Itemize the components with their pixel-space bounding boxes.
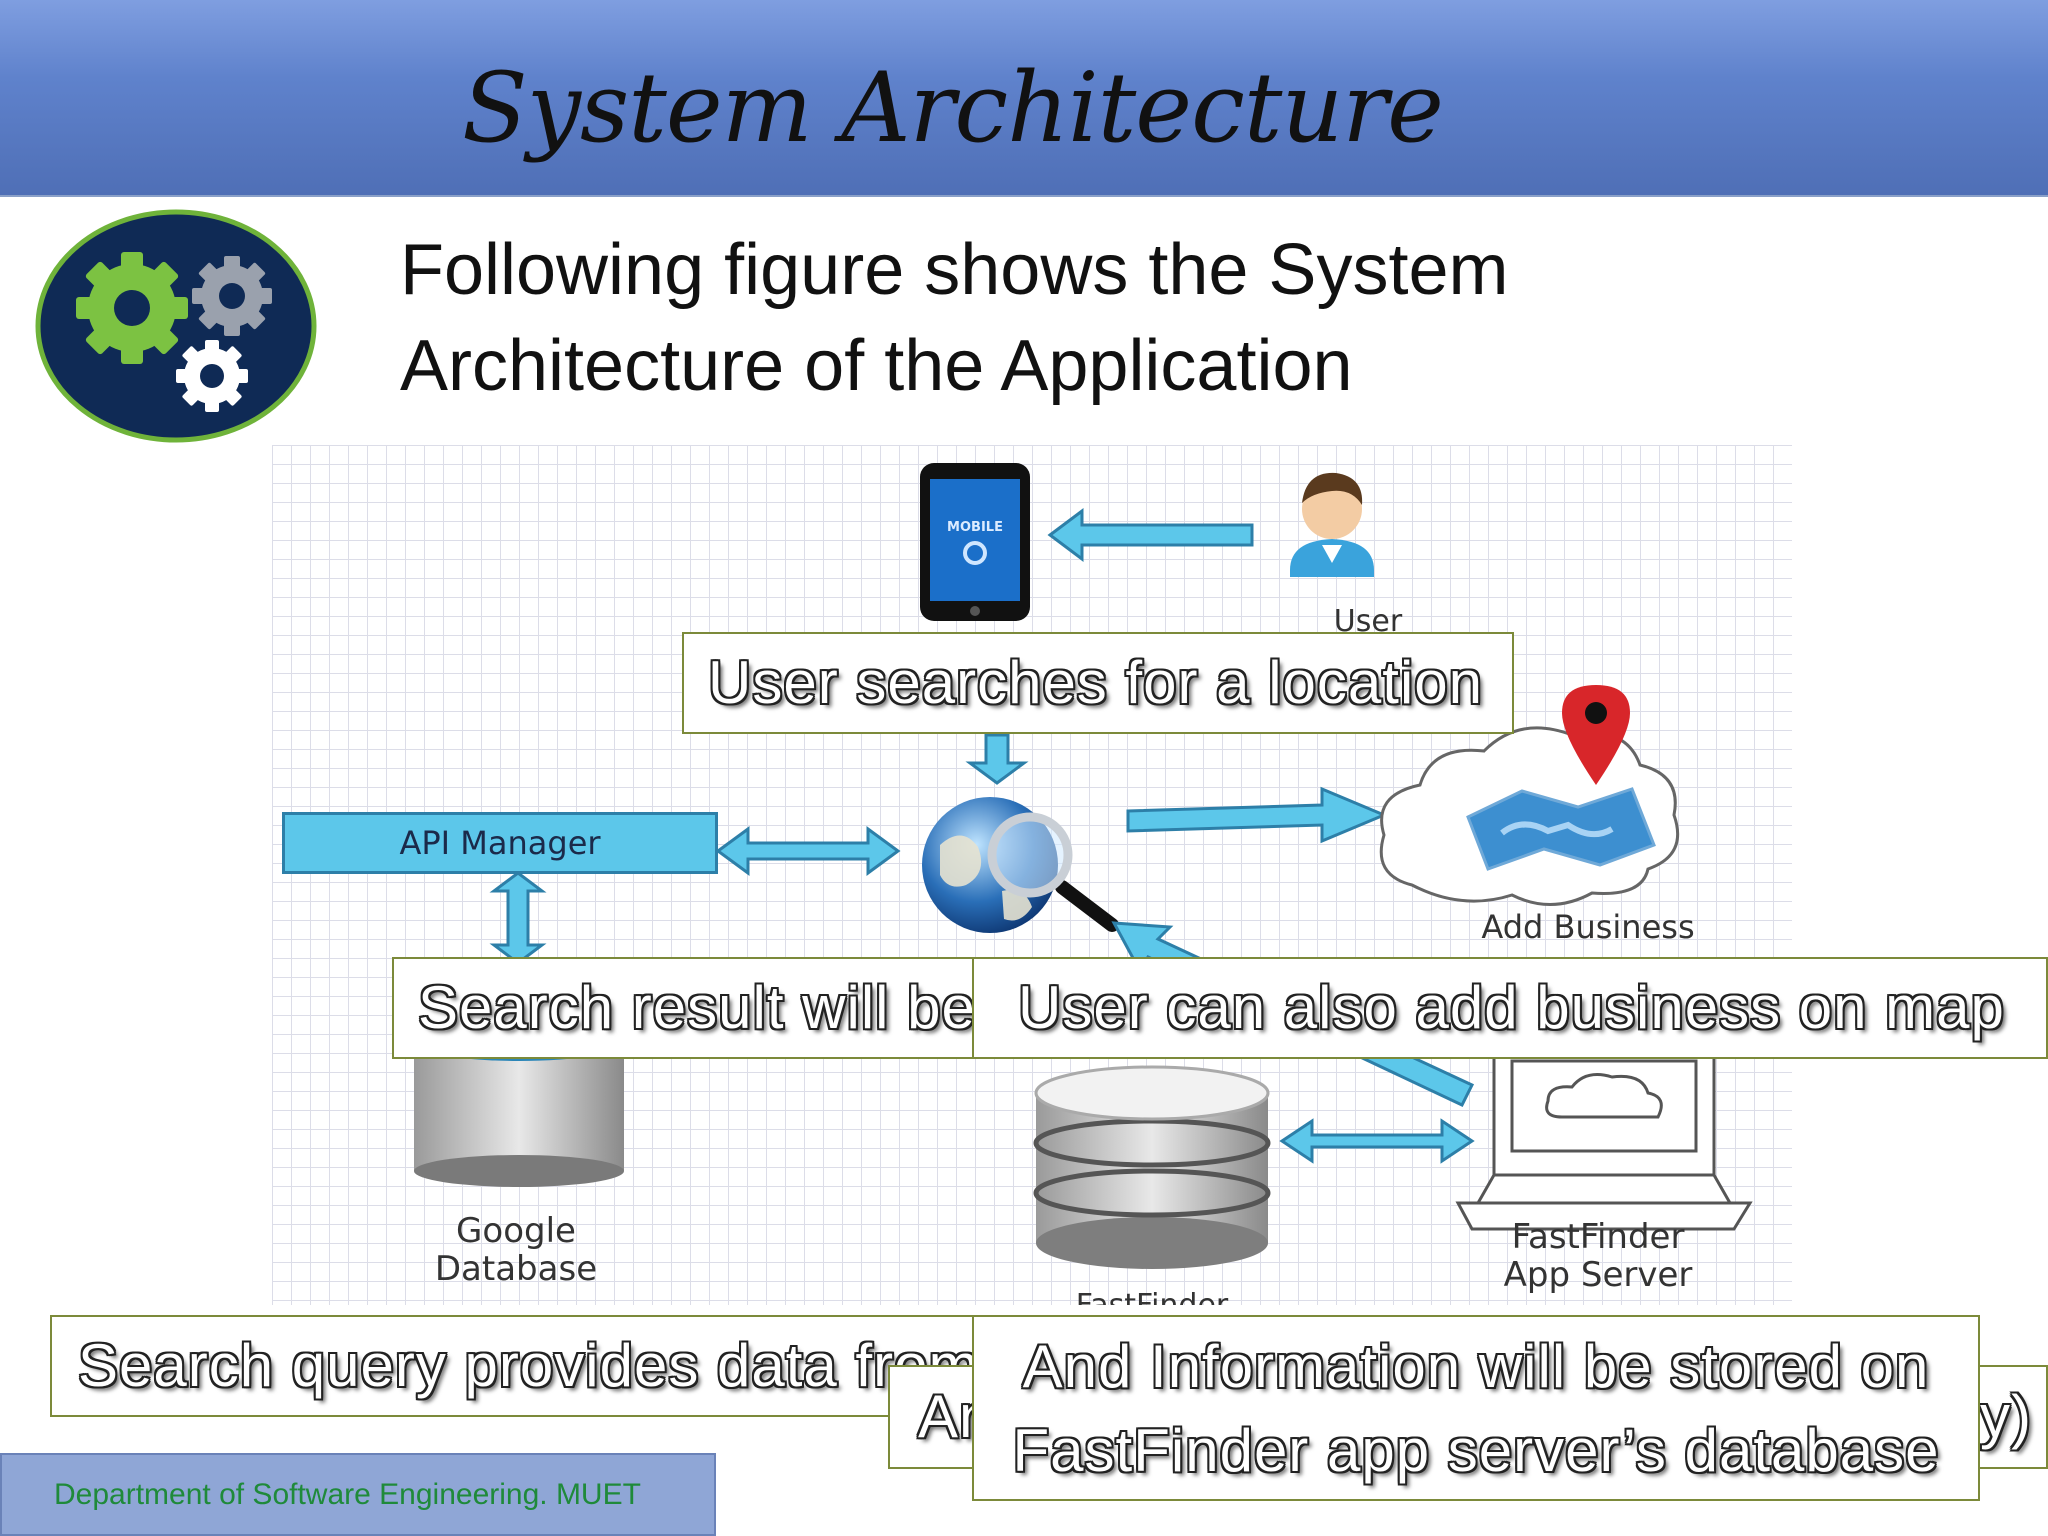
arrow-user-to-mobile — [1047, 508, 1254, 562]
location-pin-icon — [1562, 685, 1630, 785]
stored-line-2: FastFinder app server’s database — [1012, 1417, 1940, 1484]
arrow-down-to-search — [965, 733, 1029, 785]
user-icon — [1290, 472, 1374, 577]
gears-icon — [35, 209, 317, 443]
mobile-label: MOBILE — [947, 520, 1003, 535]
api-manager-label: API Manager — [399, 824, 601, 862]
arrow-api-globe — [715, 826, 901, 876]
fastfinder-database-icon — [1033, 1065, 1271, 1269]
subtitle-line-1: Following figure shows the System — [400, 230, 1509, 310]
callout-add-business: User can also add business on map — [972, 957, 2048, 1059]
google-db-label-2: Database — [435, 1249, 597, 1289]
app-server-label-1: FastFinder — [1512, 1217, 1685, 1257]
diagram-graphics: MOBILE User — [414, 463, 1753, 1305]
subtitle-line-2: Architecture of the Application — [400, 326, 1353, 406]
callout-user-searches: User searches for a location — [682, 632, 1514, 734]
stored-line-1: And Information will be stored on — [1022, 1333, 1930, 1400]
google-db-label-1: Google — [456, 1211, 576, 1251]
title-bar: System Architecture — [0, 0, 2048, 197]
architecture-diagram: MOBILE User — [272, 445, 1792, 1305]
cloud-map-icon — [1379, 726, 1680, 906]
api-manager-box: API Manager — [282, 812, 718, 874]
footer-text: Department of Software Engineering. MUET — [54, 1477, 641, 1511]
globe-search-icon — [922, 797, 1119, 933]
footer-bar: Department of Software Engineering. MUET — [0, 1453, 716, 1536]
mobile-phone-icon — [920, 463, 1030, 621]
add-business-label: Add Business — [1481, 908, 1694, 946]
app-server-label-2: App Server — [1504, 1255, 1693, 1295]
fastfinder-db-label: FastFinder — [1076, 1288, 1229, 1305]
arrow-search-to-map — [1126, 786, 1388, 844]
arrow-api-to-google-db — [489, 871, 547, 965]
slide-title: System Architecture — [462, 52, 1444, 164]
slide-subtitle: Following figure shows the System Archit… — [400, 222, 1508, 414]
app-server-icon — [1455, 1043, 1753, 1231]
callout-information-stored: And Information will be stored on FastFi… — [972, 1315, 1980, 1501]
arrow-db-server — [1279, 1118, 1475, 1164]
callout-hidden-right-text: y) — [1980, 1383, 2032, 1450]
